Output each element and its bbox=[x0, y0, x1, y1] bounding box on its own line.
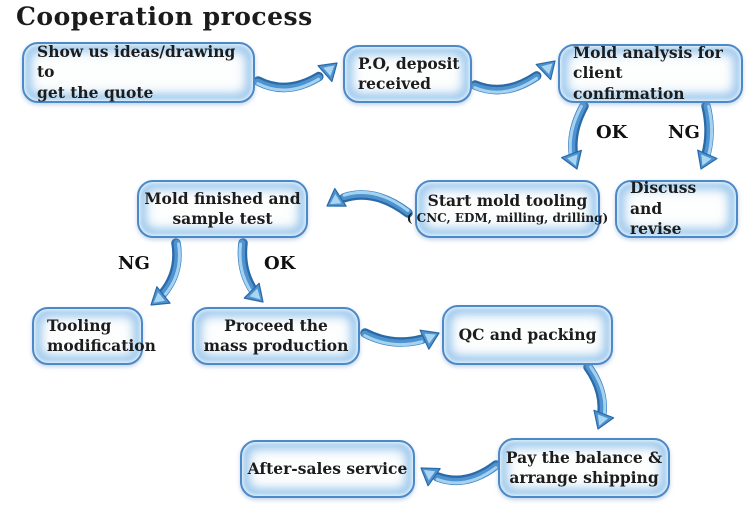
flow-box-start-mold-tooling: Start mold tooling ( CNC, EDM, milling, … bbox=[407, 180, 608, 238]
page-title: Cooperation process bbox=[16, 2, 313, 31]
flow-box-qc-packing: QC and packing bbox=[442, 305, 613, 365]
flow-box-po-deposit: P.O, deposit received bbox=[343, 45, 472, 103]
arrow-analysis-ok bbox=[561, 101, 589, 170]
flow-box-label: Mold finished and sample test bbox=[144, 188, 301, 228]
branch-label-analysis-ng: NG bbox=[668, 122, 700, 143]
arrow-production-to-qc bbox=[360, 328, 440, 350]
arrow-finished-ok bbox=[237, 238, 264, 303]
branch-label-sample-ng: NG bbox=[118, 253, 150, 274]
flow-box-show-ideas: Show us ideas/drawing to get the quote bbox=[22, 42, 255, 103]
arrow-finished-ng bbox=[150, 238, 182, 306]
flow-box-label: P.O, deposit received bbox=[358, 53, 460, 93]
flow-box-discuss-revise: Discuss and revise bbox=[615, 178, 738, 239]
flow-box-after-sales: After-sales service bbox=[240, 440, 415, 498]
flow-box-label: Discuss and revise bbox=[630, 178, 697, 239]
flow-box-mass-production: Proceed the mass production bbox=[192, 307, 360, 365]
flow-box-label: Mold analysis for client confirmation bbox=[573, 42, 723, 103]
arrow-quote-to-po bbox=[253, 62, 338, 93]
flow-box-tooling-modification: Tooling modification bbox=[32, 307, 156, 365]
arrow-tooling-to-finished bbox=[326, 187, 413, 218]
flow-box-label: After-sales service bbox=[247, 458, 408, 478]
flow-box-label: Show us ideas/drawing to get the quote bbox=[37, 41, 236, 102]
flow-box-mold-finished: Mold finished and sample test bbox=[137, 180, 308, 238]
arrow-qc-to-pay bbox=[583, 362, 615, 430]
arrow-pay-to-aftersales bbox=[420, 460, 501, 487]
flow-box-label: Proceed the mass production bbox=[203, 315, 349, 355]
flow-box-sublabel: ( CNC, EDM, milling, drilling) bbox=[406, 211, 609, 226]
arrow-po-to-analysis bbox=[470, 60, 556, 95]
branch-label-analysis-ok: OK bbox=[596, 122, 628, 143]
flow-box-mold-analysis: Mold analysis for client confirmation bbox=[558, 42, 743, 103]
flow-box-label: Pay the balance & arrange shipping bbox=[505, 447, 663, 487]
flow-box-label: Start mold tooling bbox=[427, 190, 588, 210]
flow-box-label: Tooling modification bbox=[47, 315, 156, 355]
branch-label-sample-ok: OK bbox=[264, 253, 296, 274]
flow-box-label: QC and packing bbox=[458, 324, 597, 344]
arrow-analysis-ng bbox=[697, 101, 718, 170]
flow-box-pay-balance: Pay the balance & arrange shipping bbox=[498, 438, 670, 498]
